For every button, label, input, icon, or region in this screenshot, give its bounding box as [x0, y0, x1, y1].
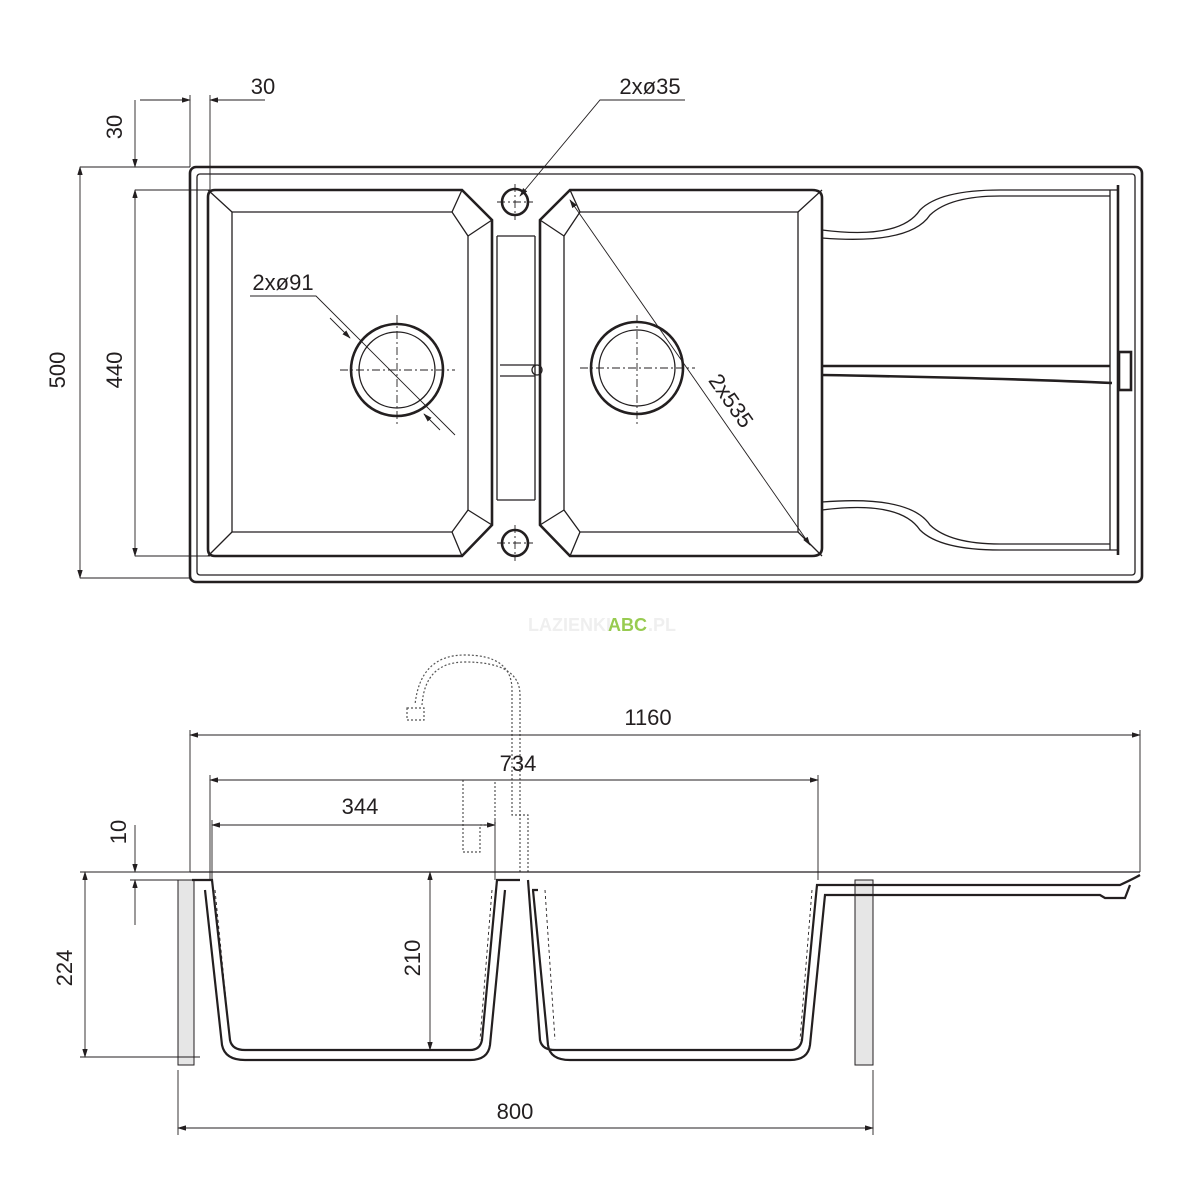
dim-total-height: 224 [52, 950, 77, 987]
side-dimensions: 1160 734 344 10 224 210 800 [52, 705, 1141, 1135]
svg-text:LAZIENKI: LAZIENKI [528, 615, 611, 635]
dim-total-width: 1160 [624, 705, 671, 730]
dim-cabinet: 800 [497, 1099, 534, 1124]
left-bowl-profile [192, 878, 520, 1062]
dim-bowls-width: 734 [500, 751, 537, 776]
dim-diagonal: 2x535 [704, 369, 759, 432]
svg-text:.PL: .PL [648, 615, 676, 635]
dim-bowl-depth: 440 [102, 352, 127, 389]
top-dimensions: 500 440 30 30 2xø35 2xø91 2x535 [45, 74, 811, 579]
dim-height-offset: 30 [102, 115, 127, 139]
side-view: 1160 734 344 10 224 210 800 [52, 654, 1141, 1135]
top-view: 500 440 30 30 2xø35 2xø91 2x535 LAZIENKI… [45, 74, 1144, 635]
countertop-right [854, 879, 874, 1066]
dim-bowl-height: 210 [400, 940, 425, 977]
dim-total-depth: 500 [45, 352, 70, 389]
dim-tap-holes: 2xø35 [619, 74, 680, 99]
right-bowl-profile [526, 874, 1141, 1062]
sink-outline [188, 165, 1144, 584]
left-bowl [206, 188, 494, 558]
faucet-outline [406, 654, 529, 872]
svg-text:ABC: ABC [608, 615, 647, 635]
watermark: LAZIENKI ABC .PL [528, 615, 676, 635]
drainboard [821, 185, 1133, 555]
dim-rim: 10 [106, 820, 131, 844]
dim-bowl-width: 344 [342, 794, 379, 819]
dim-drains: 2xø91 [252, 270, 313, 295]
countertop-left [177, 879, 195, 1066]
dim-width-offset: 30 [251, 74, 275, 99]
